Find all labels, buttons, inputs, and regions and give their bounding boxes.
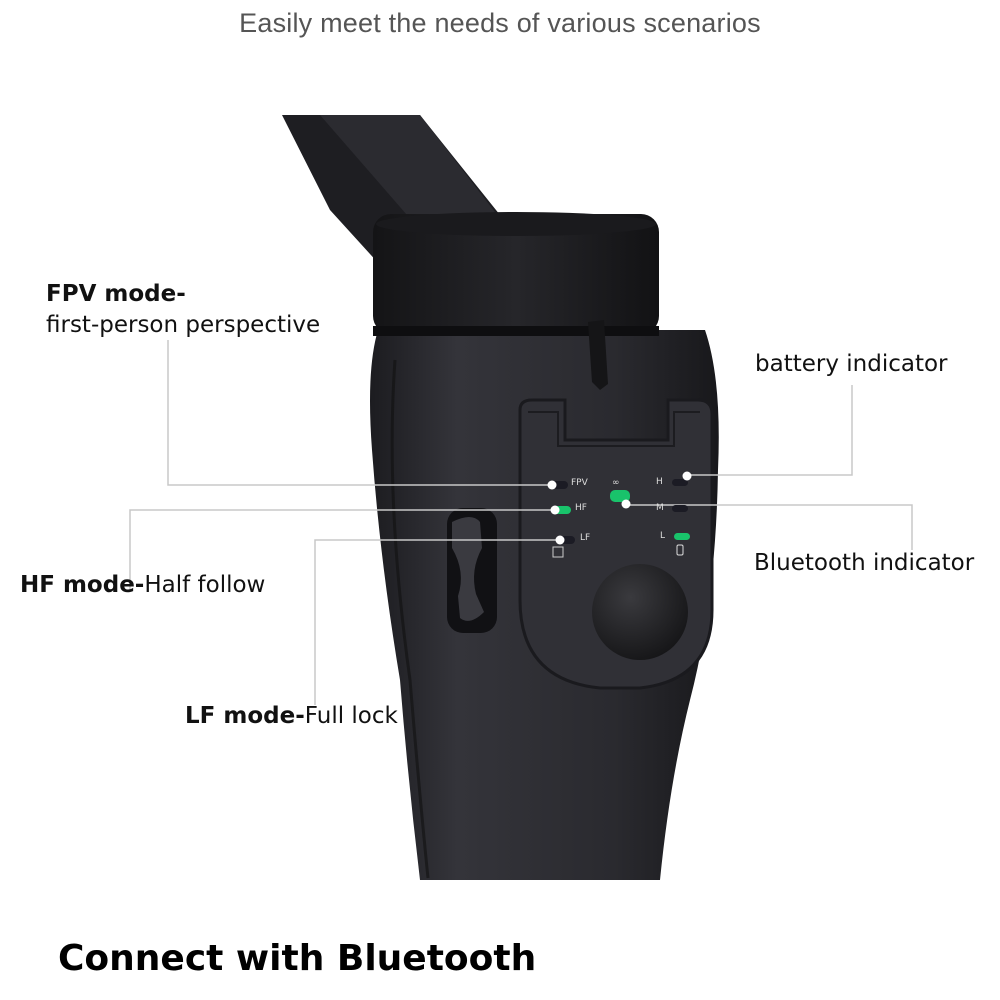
panel-label-l: L bbox=[660, 531, 666, 541]
panel-label-m: M bbox=[656, 503, 664, 513]
callout-lf-desc: Full lock bbox=[304, 703, 398, 729]
panel-label-hf: HF bbox=[575, 503, 587, 513]
leader-lines bbox=[129, 340, 913, 705]
footer-heading: Connect with Bluetooth bbox=[58, 938, 537, 979]
callout-hf-desc: Half follow bbox=[144, 572, 266, 598]
callout-battery: battery indicator bbox=[755, 351, 948, 377]
panel-label-lf: LF bbox=[580, 533, 591, 543]
callout-hf-title: HF mode- bbox=[20, 572, 145, 598]
mode-switch-slider bbox=[447, 508, 497, 633]
battery-leds bbox=[552, 471, 692, 558]
callout-lf: LF mode-Full lock bbox=[185, 701, 398, 732]
callout-hf: HF mode-Half follow bbox=[20, 570, 265, 601]
rotation-cap bbox=[373, 212, 659, 390]
panel-label-h: H bbox=[656, 477, 663, 487]
panel-label-fpv: FPV bbox=[571, 478, 588, 488]
callout-fpv-title: FPV mode- bbox=[46, 281, 186, 307]
bluetooth-led: ∞ bbox=[610, 478, 631, 509]
mode-leds bbox=[547, 480, 575, 545]
svg-text:∞: ∞ bbox=[612, 478, 620, 488]
page-heading: Easily meet the needs of various scenari… bbox=[239, 8, 761, 38]
joystick bbox=[592, 564, 688, 660]
callout-fpv: FPV mode- first-person perspective bbox=[46, 279, 320, 341]
callout-bluetooth: Bluetooth indicator bbox=[754, 550, 975, 576]
callout-fpv-desc: first-person perspective bbox=[46, 312, 321, 338]
callout-lf-title: LF mode- bbox=[185, 703, 305, 729]
